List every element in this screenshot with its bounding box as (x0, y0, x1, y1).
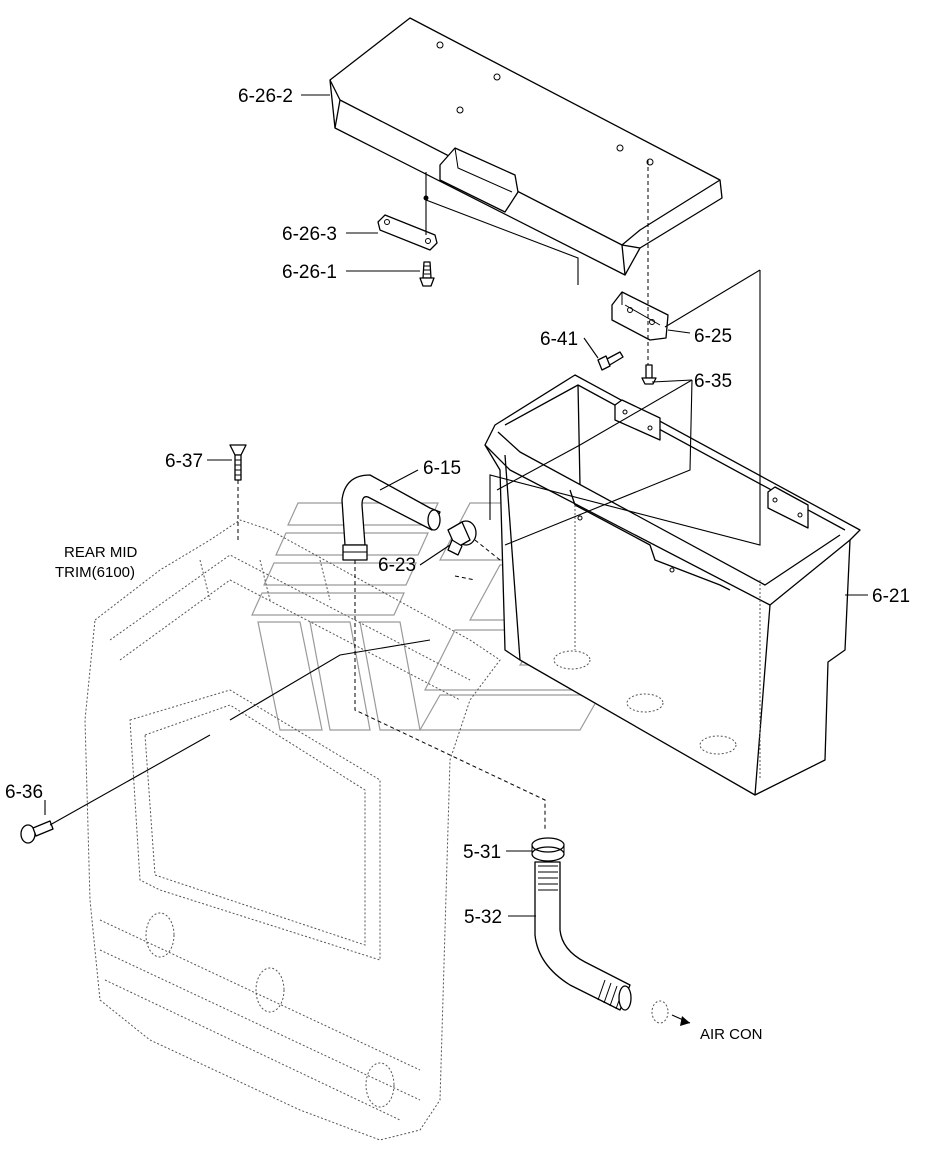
label-rear-mid-trim-2: TRIM(6100) (55, 564, 135, 581)
label-screw-37: 6-37 (165, 451, 203, 472)
cover-screw-part (419, 261, 435, 287)
label-cover-screw: 6-26-1 (282, 262, 337, 283)
screw-36-part (20, 639, 431, 844)
label-hinge: 6-25 (694, 326, 732, 347)
bracket-part (377, 172, 579, 285)
label-drain-pipe: 5-32 (464, 907, 502, 928)
label-air-con: AIR CON (700, 1026, 763, 1043)
label-screw-35: 6-35 (694, 371, 732, 392)
label-bracket: 6-26-3 (282, 224, 337, 245)
leader-lines (44, 94, 868, 917)
label-rear-mid-trim-1: REAR MID (64, 544, 138, 561)
label-clip: 6-23 (378, 555, 416, 576)
part-labels: 6-26-2 6-26-3 6-26-1 6-41 6-25 6-35 6-37… (5, 86, 910, 1043)
drain-pipe-part (534, 861, 691, 1026)
hinge-part (611, 160, 669, 370)
box-part (484, 269, 861, 796)
screw-35-part (641, 364, 657, 385)
cover-part (329, 17, 723, 276)
clip-part (447, 520, 501, 581)
label-cover: 6-26-2 (238, 86, 293, 107)
label-box: 6-21 (872, 586, 910, 607)
screw-41-part (597, 351, 624, 371)
label-screw-41: 6-41 (540, 329, 578, 350)
label-screw-36: 6-36 (5, 782, 43, 803)
hose-part (341, 474, 546, 830)
clamp-part (531, 837, 565, 862)
cover-mount-dots (436, 41, 654, 166)
label-hose: 6-15 (423, 458, 461, 479)
screw-37-part (229, 444, 247, 540)
rear-mid-trim (84, 519, 501, 1141)
label-clamp: 5-31 (463, 842, 501, 863)
